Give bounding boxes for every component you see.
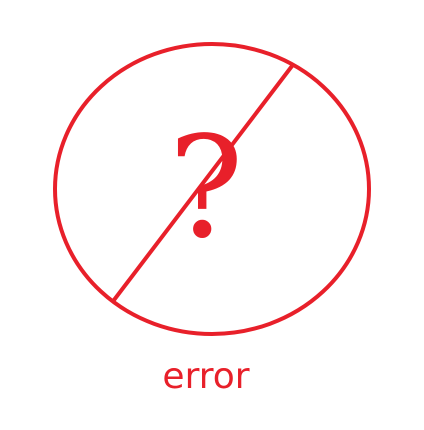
prohibited-question-icon: ? <box>53 42 371 336</box>
error-label: error <box>162 356 249 397</box>
outline-circle <box>53 42 371 336</box>
strike-line <box>112 64 294 302</box>
question-mark-glyph: ? <box>168 107 243 270</box>
